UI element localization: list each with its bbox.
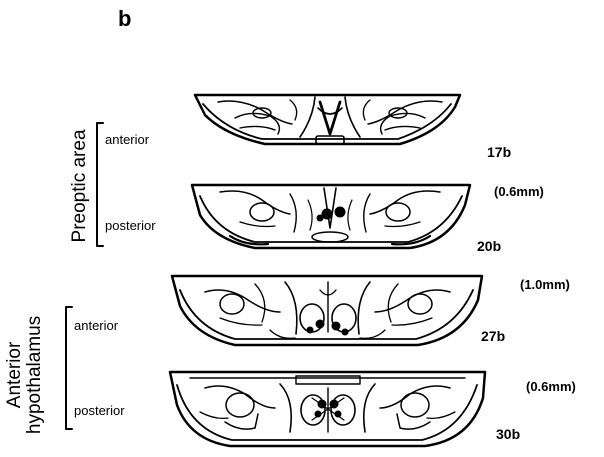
brain-section-20b [192,185,470,248]
brain-section-30b [170,372,485,446]
bracket-preoptic [97,123,103,246]
brain-section-27b [172,276,482,345]
bracket-hypothalamus [66,307,72,429]
brain-section-17b [195,95,460,144]
